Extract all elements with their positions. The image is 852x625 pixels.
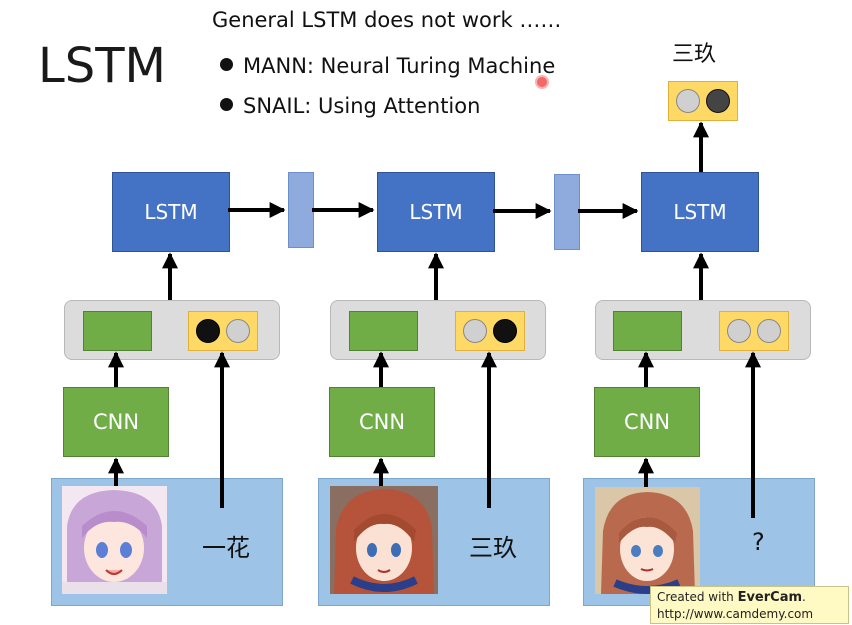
bullet-dot-icon <box>220 58 233 71</box>
cnn-label: CNN <box>358 410 406 434</box>
image-feature-3 <box>613 311 682 351</box>
bullet-item-mann: MANN: Neural Turing Machine <box>220 54 555 78</box>
bullet-item-snail: SNAIL: Using Attention <box>220 94 480 118</box>
onehot-circle-icon <box>675 89 700 113</box>
bullet-dot-icon <box>220 98 233 111</box>
label-onehot-1 <box>188 311 258 351</box>
cnn-1: CNN <box>63 387 169 457</box>
label-onehot-2 <box>455 311 525 351</box>
slide-heading: General LSTM does not work …… <box>212 8 562 32</box>
onehot-circle-icon <box>726 319 751 343</box>
lstm-cell-2: LSTM <box>377 172 495 252</box>
evercam-watermark: Created with EverCam. http://www.camdemy… <box>650 586 849 624</box>
cnn-3: CNN <box>594 387 700 457</box>
label-onehot-3 <box>719 311 789 351</box>
watermark-brand: EverCam <box>737 590 803 605</box>
laser-pointer-icon <box>535 75 549 89</box>
portrait-ichika <box>62 486 167 594</box>
lstm-label: LSTM <box>144 200 198 224</box>
cnn-2: CNN <box>329 387 435 457</box>
onehot-circle-icon <box>706 89 731 113</box>
onehot-circle-icon <box>226 319 251 343</box>
portrait-miku-2 <box>595 487 700 594</box>
image-feature-1 <box>83 311 152 351</box>
bullet-text: MANN: Neural Turing Machine <box>243 54 556 78</box>
output-label: 三玖 <box>672 42 717 67</box>
onehot-circle-icon <box>493 319 518 343</box>
lstm-cell-1: LSTM <box>112 172 230 252</box>
onehot-circle-icon <box>195 319 220 343</box>
cnn-label: CNN <box>92 410 140 434</box>
lstm-label: LSTM <box>673 200 727 224</box>
image-feature-2 <box>349 311 418 351</box>
input-label-3: ? <box>752 528 765 556</box>
lstm-cell-3: LSTM <box>641 172 759 252</box>
lstm-label: LSTM <box>409 200 463 224</box>
input-label-1: 一花 <box>202 534 250 562</box>
onehot-circle-icon <box>462 319 487 343</box>
cnn-label: CNN <box>623 410 671 434</box>
watermark-prefix: Created with <box>657 590 738 604</box>
watermark-suffix: . <box>802 590 806 604</box>
onehot-circle-icon <box>757 319 782 343</box>
input-label-2: 三玖 <box>469 534 517 562</box>
slide-title: LSTM <box>38 38 166 94</box>
bullet-text: SNAIL: Using Attention <box>243 94 481 118</box>
output-onehot <box>668 81 738 121</box>
watermark-url: http://www.camdemy.com <box>657 607 814 621</box>
portrait-miku-1 <box>330 486 438 594</box>
